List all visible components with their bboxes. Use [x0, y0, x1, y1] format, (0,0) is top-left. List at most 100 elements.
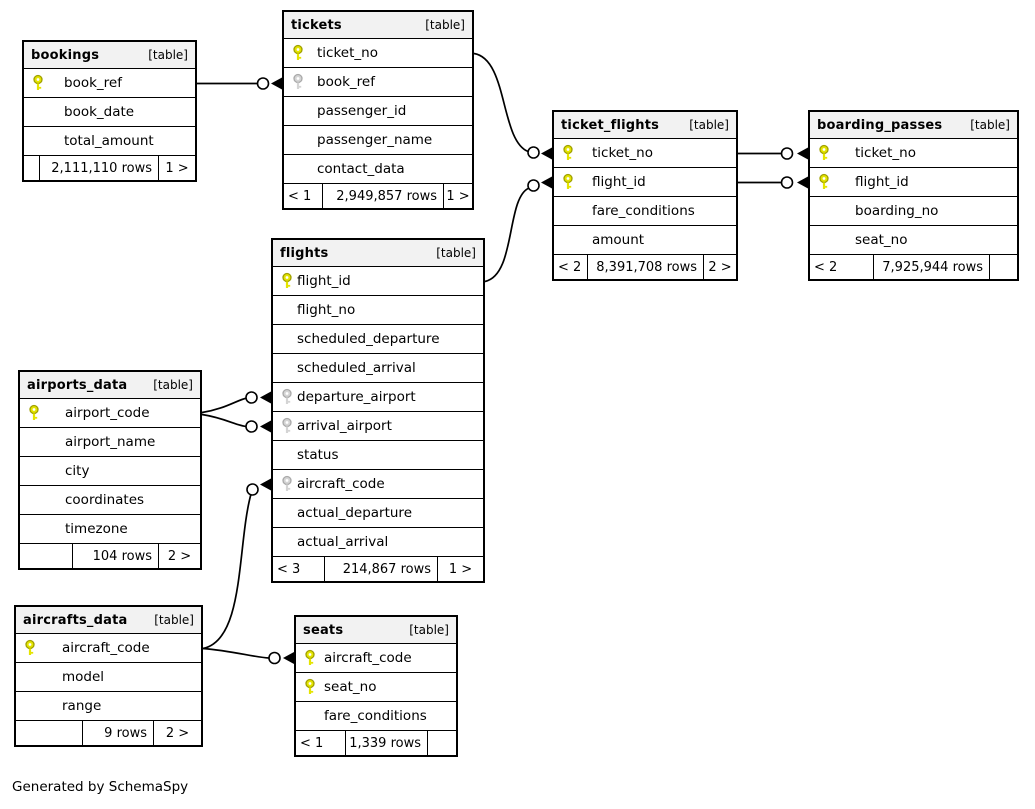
column-name: passenger_name — [317, 132, 433, 148]
table-header[interactable]: ticket_flights [table] — [554, 112, 736, 139]
table-footer: < 3 214,867 rows 1 > — [273, 557, 483, 581]
table-badge: [table] — [970, 118, 1010, 132]
footer-child-count: 1 > — [446, 188, 470, 204]
column-row-fare_conditions: fare_conditions — [296, 702, 456, 731]
column-row-aircraft_code: aircraft_code — [296, 644, 456, 673]
column-row-fare_conditions: fare_conditions — [554, 197, 736, 226]
footer-parent-count: < 2 — [810, 255, 874, 279]
table-header[interactable]: flights [table] — [273, 240, 483, 267]
column-row-passenger_name: passenger_name — [284, 126, 472, 155]
footer-row-count: 1,339 rows — [346, 731, 428, 755]
column-name: flight_id — [297, 273, 351, 289]
footer-row-count: 2,111,110 rows — [40, 156, 159, 180]
table-header[interactable]: seats [table] — [296, 617, 456, 644]
table-badge: [table] — [409, 623, 449, 637]
column-name: coordinates — [65, 492, 145, 508]
table-name: tickets — [291, 17, 342, 33]
column-name: seat_no — [324, 679, 377, 695]
column-name: status — [297, 447, 339, 463]
table-footer: < 2 8,391,708 rows 2 > — [554, 255, 736, 279]
footer-row-count: 104 rows — [73, 544, 159, 568]
column-name: airport_name — [65, 434, 156, 450]
column-row-arrival_airport: arrival_airport — [273, 412, 483, 441]
table-name: flights — [280, 245, 329, 261]
column-name: contact_data — [317, 161, 405, 177]
footer-row-count: 7,925,944 rows — [874, 255, 990, 279]
footer-child-count: 1 > — [448, 561, 473, 577]
foreign-key-icon — [281, 475, 293, 493]
table-badge: [table] — [689, 118, 729, 132]
foreign-key-icon — [292, 73, 304, 91]
column-row-flight_no: flight_no — [273, 296, 483, 325]
primary-key-icon — [304, 649, 316, 667]
column-row-scheduled_arrival: scheduled_arrival — [273, 354, 483, 383]
footer-parent-count: < 1 — [296, 731, 346, 755]
column-row-amount: amount — [554, 226, 736, 255]
column-name: passenger_id — [317, 103, 407, 119]
table-name: airports_data — [27, 377, 128, 393]
generated-by-note: Generated by SchemaSpy — [12, 779, 189, 795]
primary-key-icon — [28, 404, 40, 422]
column-row-ticket_no: ticket_no — [554, 139, 736, 168]
foreign-key-icon — [281, 388, 293, 406]
footer-row-count: 214,867 rows — [325, 557, 438, 581]
column-name: book_date — [64, 104, 135, 120]
column-name: book_ref — [64, 75, 122, 91]
column-row-model: model — [16, 663, 201, 692]
table-seats: seats [table] aircraft_code seat_no fare_c… — [294, 615, 458, 757]
footer-parent-count: < 1 — [284, 184, 323, 208]
column-row-book_date: book_date — [24, 98, 195, 127]
column-row-actual_arrival: actual_arrival — [273, 528, 483, 557]
column-row-airport_name: airport_name — [20, 428, 200, 457]
footer-child-count: 2 > — [165, 725, 190, 741]
column-row-book_ref: book_ref — [284, 68, 472, 97]
column-name: model — [62, 669, 105, 685]
column-name: airport_code — [65, 405, 150, 421]
foreign-key-icon — [281, 417, 293, 435]
primary-key-icon — [304, 678, 316, 696]
footer-parent-count: < 3 — [273, 557, 325, 581]
table-header[interactable]: tickets [table] — [284, 12, 472, 39]
column-name: fare_conditions — [592, 203, 695, 219]
column-row-contact_data: contact_data — [284, 155, 472, 184]
column-name: fare_conditions — [324, 708, 427, 724]
footer-row-count: 2,949,857 rows — [323, 184, 444, 208]
table-name: ticket_flights — [561, 117, 660, 133]
footer-row-count: 8,391,708 rows — [588, 255, 704, 279]
column-row-passenger_id: passenger_id — [284, 97, 472, 126]
column-name: flight_id — [592, 174, 646, 190]
column-name: aircraft_code — [297, 476, 385, 492]
column-name: timezone — [65, 521, 128, 537]
column-row-book_ref: book_ref — [24, 69, 195, 98]
primary-key-icon — [562, 173, 574, 191]
table-header[interactable]: airports_data [table] — [20, 372, 200, 399]
column-name: flight_no — [297, 302, 356, 318]
table-columns: aircraft_code seat_no fare_conditions — [296, 644, 456, 731]
column-row-airport_code: airport_code — [20, 399, 200, 428]
column-row-city: city — [20, 457, 200, 486]
footer-parent-count — [16, 721, 83, 745]
primary-key-icon — [281, 272, 293, 290]
footer-child-count — [990, 255, 1017, 279]
table-header[interactable]: bookings [table] — [24, 42, 195, 69]
table-footer: < 2 7,925,944 rows — [810, 255, 1017, 279]
table-header[interactable]: boarding_passes [table] — [810, 112, 1017, 139]
column-name: aircraft_code — [62, 640, 150, 656]
table-badge: [table] — [436, 246, 476, 260]
column-name: scheduled_departure — [297, 331, 440, 347]
primary-key-icon — [32, 74, 44, 92]
primary-key-icon — [818, 144, 830, 162]
column-row-actual_departure: actual_departure — [273, 499, 483, 528]
table-header[interactable]: aircrafts_data [table] — [16, 607, 201, 634]
